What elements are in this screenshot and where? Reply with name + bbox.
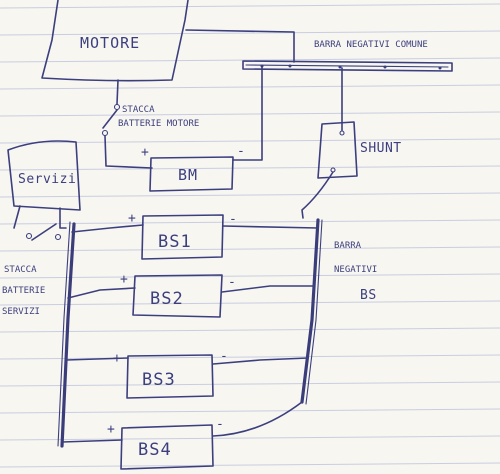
bs1-plus: + (128, 211, 136, 226)
stacca-motore-label-2: BATTERIE MOTORE (118, 119, 199, 129)
bm-label: BM (178, 166, 198, 184)
bs3-battery (126, 354, 214, 399)
bs4-battery (120, 424, 214, 470)
bs4-positive-wire (61, 439, 123, 443)
bs4-label: BS4 (138, 440, 172, 460)
servizi-negative-wire (13, 205, 21, 229)
bm-minus: - (237, 144, 245, 159)
bs1-battery (141, 214, 224, 260)
barra-bs-label-2: NEGATIVI (334, 265, 377, 275)
servizi-box (7, 140, 81, 211)
common-negative-bar (242, 60, 453, 72)
bs2-label: BS2 (150, 289, 184, 309)
servizi-label: Servizi (18, 172, 76, 187)
motore-box (41, 0, 189, 82)
bm-battery (149, 156, 234, 192)
stacca-servizi-label-3: SERVIZI (2, 307, 40, 317)
positive-bus-outline (57, 221, 71, 447)
shunt-to-bs-bar-wire (301, 171, 334, 219)
barra-comune-label: BARRA NEGATIVI COMUNE (314, 40, 428, 50)
bs2-minus: - (228, 275, 236, 290)
stacca-servizi-switch (25, 223, 62, 241)
bs1-negative-wire (222, 225, 319, 229)
bs1-positive-wire (71, 224, 144, 233)
bm-to-common-bar-wire (232, 65, 263, 161)
bs-negative-bar (300, 218, 320, 404)
shunt-top-terminal (339, 130, 345, 136)
servizi-positive-wire (59, 207, 67, 229)
bs3-label: BS3 (142, 370, 176, 390)
bm-plus: + (141, 145, 149, 160)
shunt-label: SHUNT (360, 141, 402, 156)
shunt-box (317, 121, 358, 179)
bs3-negative-wire (212, 357, 309, 365)
positive-bus (60, 222, 76, 448)
bs2-positive-wire (67, 287, 136, 299)
bs1-label: BS1 (158, 232, 192, 252)
bs4-minus: - (216, 417, 224, 432)
stacca-servizi-label-2: BATTERIE (2, 286, 45, 296)
bs3-positive-wire (65, 357, 129, 361)
bs4-negative-wire (212, 401, 303, 437)
switch-to-bm-wire (104, 135, 153, 169)
stacca-motore-label-1: STACCA (122, 105, 155, 115)
bs2-plus: + (120, 272, 128, 287)
bs2-negative-wire (221, 285, 315, 293)
notebook-rules (0, 3, 500, 468)
barra-bs-label-1: BARRA (334, 241, 362, 251)
stacca-motore-switch (101, 103, 121, 137)
motore-to-bar-wire (185, 29, 295, 63)
bs-negative-bar-outline (305, 219, 323, 405)
bs4-plus: + (107, 422, 115, 437)
bs3-minus: - (220, 349, 228, 364)
barra-bs-label-3: BS (360, 288, 377, 303)
motore-to-switch-wire (116, 79, 119, 105)
bs2-battery (132, 274, 223, 318)
motore-label: MOTORE (80, 34, 140, 52)
bs1-minus: - (229, 212, 237, 227)
stacca-servizi-label-1: STACCA (4, 265, 37, 275)
